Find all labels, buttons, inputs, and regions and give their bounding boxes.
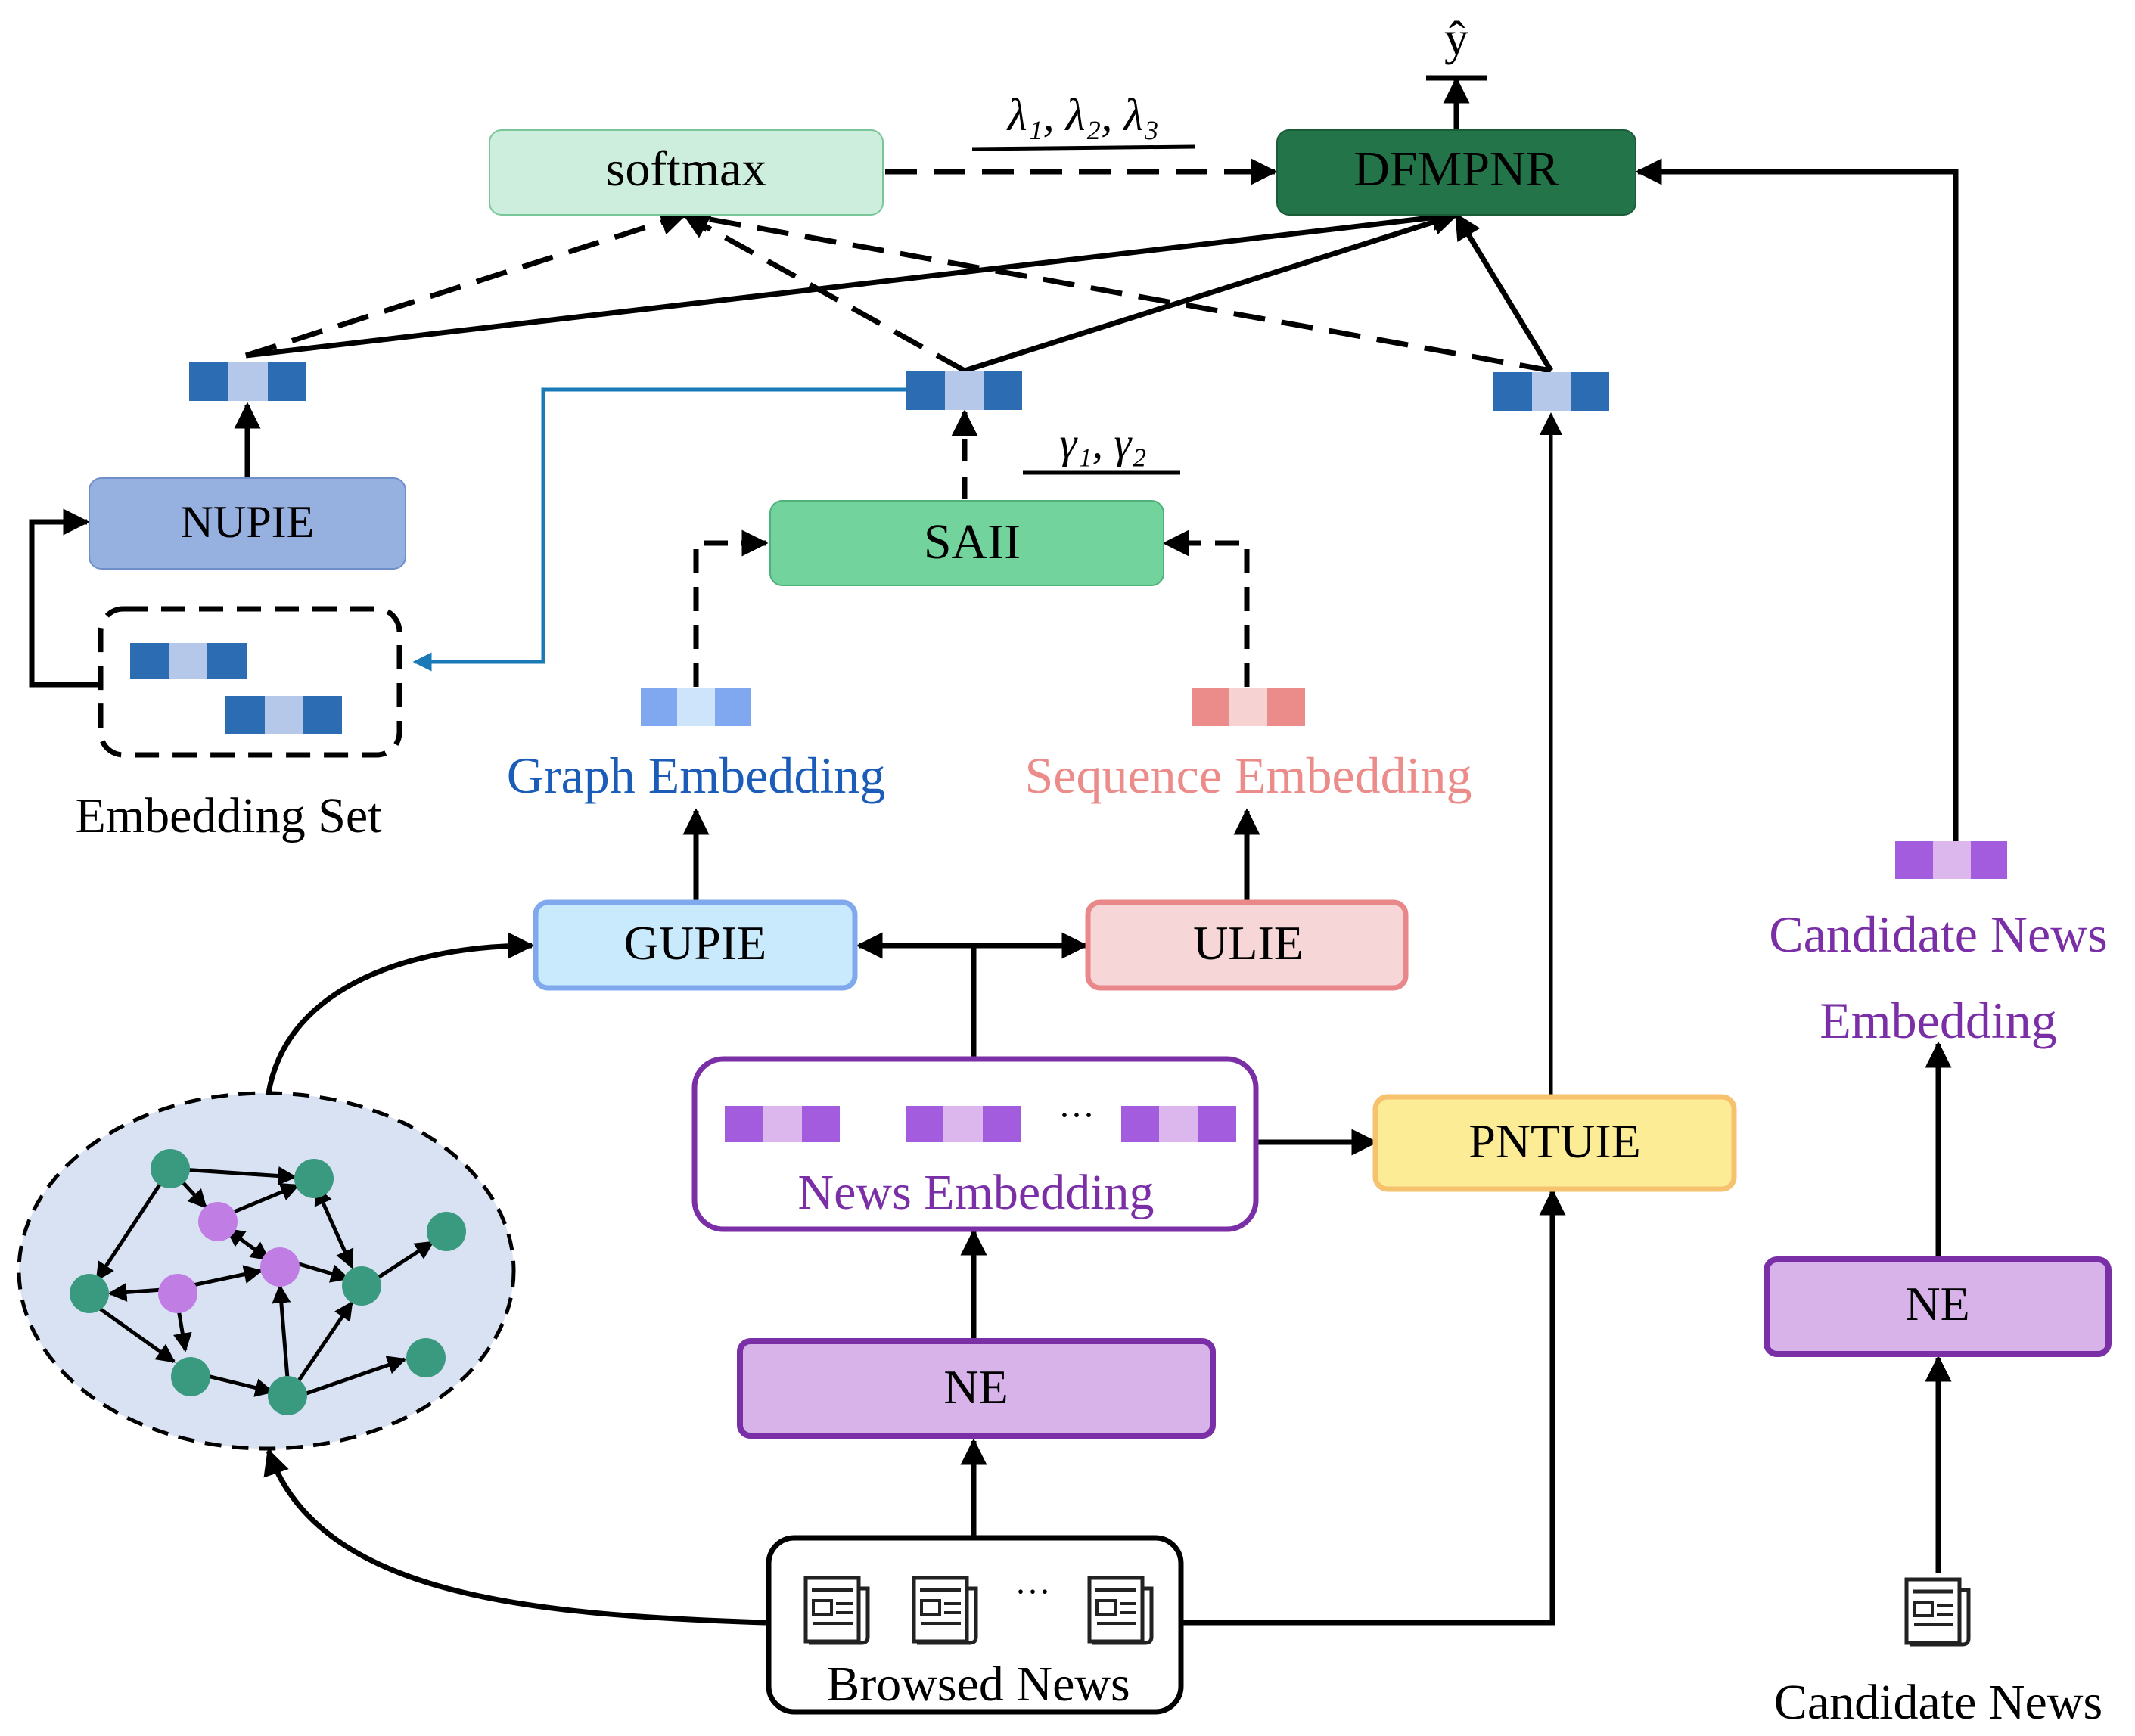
softmax-box: softmax bbox=[489, 129, 884, 216]
nupie-label: NUPIE bbox=[181, 497, 315, 547]
saii-label: SAII bbox=[924, 514, 1021, 570]
y-hat-label: ŷ bbox=[1444, 11, 1468, 65]
news-embedding-label: News Embedding bbox=[797, 1165, 1154, 1220]
dfmpnr-box: DFMPNR bbox=[1276, 129, 1636, 216]
ne-candidate-box: NE bbox=[1764, 1256, 2112, 1357]
browsed-news-ellipsis: ··· bbox=[1015, 1572, 1051, 1612]
sequence-embedding-label: Sequence Embedding bbox=[1024, 747, 1472, 804]
news-vector-ellipsis: ··· bbox=[1058, 1095, 1095, 1135]
set-vector-1 bbox=[130, 643, 247, 679]
pntuie-output-vector bbox=[1493, 372, 1609, 411]
candidate-embedding-label-line2: Embedding bbox=[1820, 992, 2057, 1049]
news-doc-icon bbox=[912, 1576, 978, 1645]
news-embedding-box: ··· News Embedding bbox=[691, 1056, 1259, 1232]
nupie-output-vector bbox=[189, 362, 306, 401]
news-doc-icon bbox=[803, 1576, 870, 1645]
dash-left-vec-to-softmax bbox=[244, 209, 688, 359]
gupie-box: GUPIE bbox=[533, 899, 858, 991]
nupie-box: NUPIE bbox=[89, 477, 406, 570]
pntuie-box: PNTUIE bbox=[1372, 1094, 1737, 1192]
arrow-graph-to-gupie bbox=[266, 932, 535, 1094]
dash-right-vec-to-softmax bbox=[682, 206, 1552, 374]
arrow-browsed-to-pntuie bbox=[1180, 1188, 1566, 1626]
candidate-embedding-label-line1: Candidate News bbox=[1769, 905, 2108, 963]
candidate-embedding-vector bbox=[1895, 841, 2007, 879]
softmax-label: softmax bbox=[606, 141, 767, 197]
dash-graph-to-saii bbox=[693, 529, 769, 687]
connectors bbox=[29, 75, 1959, 1626]
arrow-left-vec-to-dfmpnr bbox=[245, 204, 1459, 359]
dash-seq-to-saii bbox=[1162, 529, 1250, 687]
arrow-mid-vec-to-embedding-set bbox=[412, 387, 906, 672]
ne-browsed-box: NE bbox=[737, 1338, 1216, 1439]
ulie-label: ULIE bbox=[1193, 916, 1304, 970]
graph-node bbox=[342, 1266, 381, 1306]
gupie-label: GUPIE bbox=[624, 916, 766, 970]
ne-candidate-label: NE bbox=[1905, 1277, 1969, 1331]
pntuie-label: PNTUIE bbox=[1468, 1114, 1641, 1168]
arrow-browsed-to-graph bbox=[263, 1448, 766, 1626]
browsed-news-box: ··· Browsed News bbox=[766, 1535, 1184, 1715]
candidate-news-label: Candidate News bbox=[1774, 1675, 2102, 1730]
set-vector-2 bbox=[225, 696, 342, 734]
graph-node bbox=[158, 1274, 197, 1313]
dash-mid-vec-to-softmax bbox=[682, 212, 966, 374]
graph-node bbox=[151, 1149, 190, 1188]
news-vector-1 bbox=[725, 1106, 840, 1142]
candidate-news-doc-icon bbox=[1904, 1577, 1971, 1647]
saii-output-vector bbox=[906, 371, 1022, 410]
ne-browsed-label: NE bbox=[943, 1360, 1008, 1414]
lambda-bar bbox=[971, 144, 1196, 151]
browsed-news-label: Browsed News bbox=[826, 1657, 1130, 1712]
graph-node bbox=[268, 1376, 307, 1415]
gamma-label: γ₁, γ₂ bbox=[1059, 418, 1146, 467]
arrow-embedding-set-to-nupie bbox=[29, 508, 101, 688]
news-doc-icon bbox=[1087, 1576, 1154, 1645]
embedding-set-label: Embedding Set bbox=[75, 788, 381, 843]
news-vector-3 bbox=[1121, 1106, 1236, 1142]
graph-node bbox=[171, 1357, 210, 1396]
embedding-set-box: Embedding Set bbox=[75, 606, 402, 843]
user-news-graph bbox=[17, 1091, 516, 1451]
graph-node bbox=[260, 1247, 300, 1287]
arrow-candidate-to-dfmpnr bbox=[1635, 158, 1959, 841]
graph-node bbox=[70, 1274, 109, 1313]
ulie-box: ULIE bbox=[1085, 899, 1409, 991]
saii-box: SAII bbox=[769, 500, 1164, 586]
graph-node bbox=[198, 1202, 238, 1241]
news-vector-2 bbox=[906, 1106, 1021, 1142]
sequence-embedding-vector bbox=[1192, 688, 1305, 726]
dfmpnr-label: DFMPNR bbox=[1353, 141, 1559, 197]
lambda-label: λ₁, λ₂, λ₃ bbox=[1006, 90, 1160, 140]
graph-embedding-vector bbox=[641, 688, 751, 726]
graph-node bbox=[294, 1159, 334, 1198]
graph-node bbox=[406, 1338, 446, 1377]
graph-embedding-label: Graph Embedding bbox=[507, 747, 885, 804]
arrow-mid-vec-to-dfmpnr bbox=[963, 209, 1459, 374]
graph-node bbox=[427, 1212, 466, 1251]
arrow-right-vec-to-dfmpnr bbox=[1454, 213, 1553, 372]
